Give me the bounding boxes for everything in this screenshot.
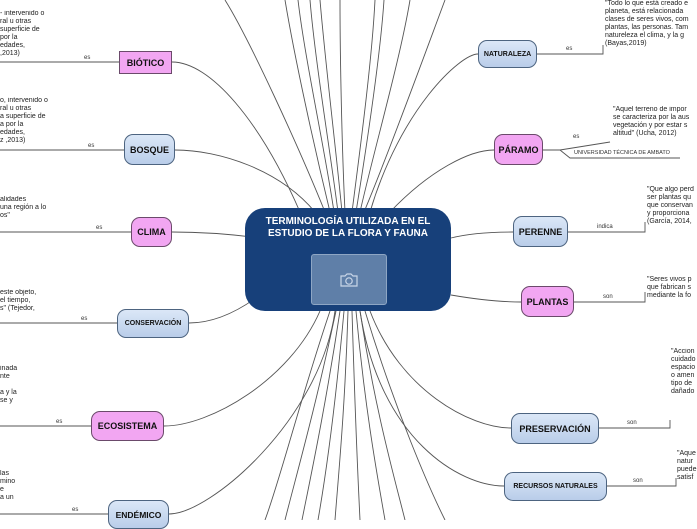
text-line-plantas — [574, 292, 646, 303]
link-label-perenne: indica — [597, 224, 613, 230]
connector-recursos — [359, 310, 505, 487]
text-biotico: - intervenido o ral u otras superficie d… — [0, 10, 45, 58]
link-label-endemico: es — [72, 507, 79, 513]
text-paramo: "Aquel terreno de impor se caracteriza p… — [613, 106, 690, 138]
node-endemico[interactable]: ENDÉMICO — [108, 500, 169, 529]
text-line-paramo-source — [559, 149, 680, 159]
link-label-naturaleza: es — [566, 46, 573, 52]
text-line-perenne — [568, 222, 646, 233]
image-placeholder[interactable] — [311, 254, 387, 305]
connector-paramo — [389, 149, 495, 213]
node-paramo[interactable]: PÁRAMO — [494, 134, 543, 165]
node-ecosistema[interactable]: ECOSISTEMA — [91, 411, 164, 441]
text-line-preservacion — [599, 420, 671, 429]
connector-biotico — [171, 61, 301, 213]
text-line-naturaleza — [537, 45, 604, 55]
camera-icon — [340, 272, 358, 287]
central-topic[interactable]: TERMINOLOGÍA UTILIZADA EN EL ESTUDIO DE … — [245, 208, 451, 311]
link-label-plantas: son — [603, 294, 613, 300]
central-title: TERMINOLOGÍA UTILIZADA EN EL ESTUDIO DE … — [265, 216, 431, 239]
node-naturaleza[interactable]: NATURALEZA — [478, 40, 537, 68]
connector-plantas — [450, 294, 522, 303]
connector-preservacion — [369, 310, 512, 429]
link-label-recursos: son — [633, 478, 643, 484]
link-label-conservacion: es — [81, 316, 88, 322]
link-label-paramo: es — [573, 134, 580, 140]
connector-naturaleza — [369, 53, 479, 213]
text-plantas: "Seres vivos p que fabrican s mediante l… — [647, 276, 692, 300]
text-ecosistema: inada nte a y la se y — [0, 365, 18, 405]
text-perenne: "Que algo perd ser plantas qu que conser… — [647, 186, 694, 226]
connector-bosque — [174, 149, 316, 213]
node-perenne[interactable]: PERENNE — [513, 216, 568, 247]
text-naturaleza: "Todo lo que está creado e planeta, está… — [605, 0, 689, 48]
link-label-biotico: es — [84, 55, 91, 61]
text-paramo-source: UNIVERSIDAD TÉCNICA DE AMBATO — [574, 150, 670, 156]
node-biotico[interactable]: BIÓTICO — [119, 51, 172, 74]
link-label-bosque: es — [88, 143, 95, 149]
link-label-preservacion: son — [627, 420, 637, 426]
node-plantas[interactable]: PLANTAS — [521, 286, 574, 317]
text-clima: alidades una región a lo os" — [0, 196, 47, 220]
text-bosque: o, intervenido o ral u otras a superfici… — [0, 97, 48, 145]
text-preservacion: "Accion cuidado espacio o amen tipo de d… — [671, 348, 696, 396]
link-label-ecosistema: es — [56, 419, 63, 425]
node-clima[interactable]: CLIMA — [131, 217, 172, 247]
link-label-clima: es — [96, 225, 103, 231]
text-recursos: "Aque natur puede satisf — [677, 450, 697, 482]
connector-endemico — [168, 310, 336, 515]
node-bosque[interactable]: BOSQUE — [124, 134, 175, 165]
text-conservacion: este objeto, el tiempo, s" (Tejedor, — [0, 289, 37, 313]
text-line-paramo — [543, 141, 611, 151]
node-preservacion[interactable]: PRESERVACIÓN — [511, 413, 599, 444]
connector-ecosistema — [163, 310, 321, 427]
connector-perenne — [450, 231, 514, 239]
node-recursos[interactable]: RECURSOS NATURALES — [504, 472, 607, 501]
node-conservacion[interactable]: CONSERVACIÓN — [117, 309, 189, 338]
text-endemico: las mino e a un — [0, 470, 16, 502]
text-line-recursos — [607, 478, 677, 487]
